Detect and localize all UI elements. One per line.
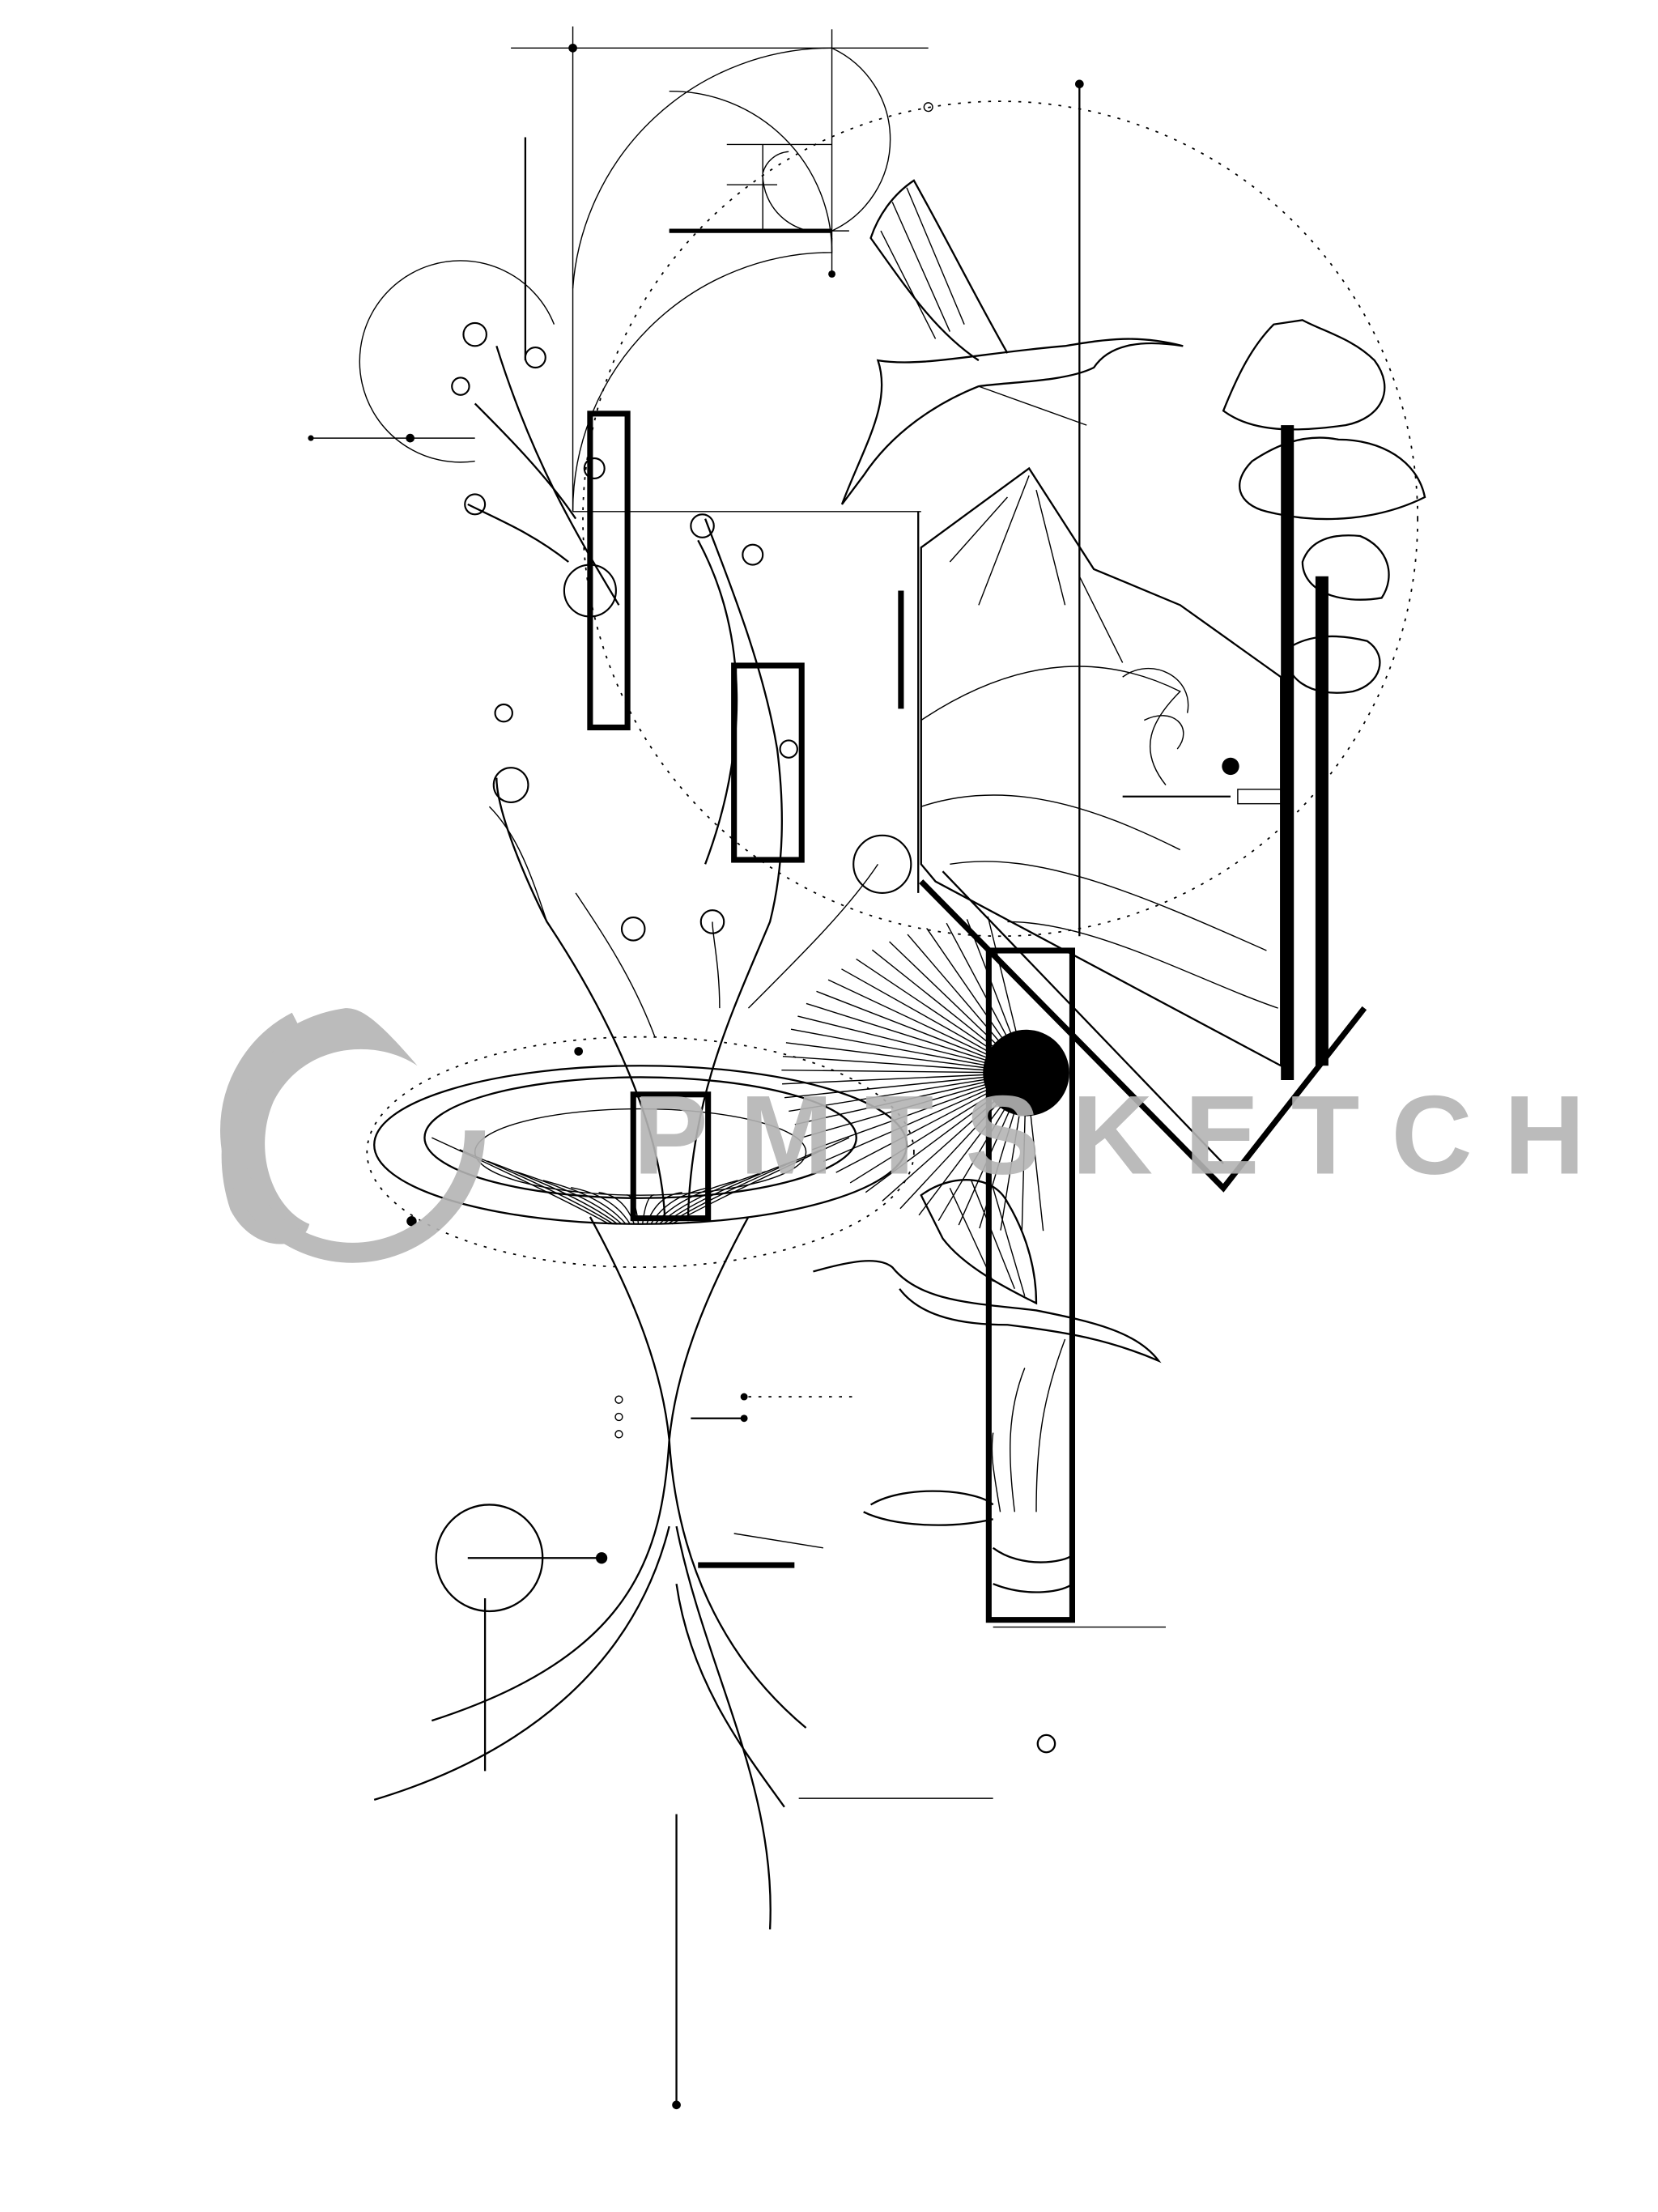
golden-spiral-frame <box>511 26 1084 513</box>
wormhole-grid-line <box>626 1194 640 1224</box>
sun-ray <box>835 1072 1027 1173</box>
sun-ray <box>816 990 1027 1074</box>
sun-ray <box>790 1028 1027 1074</box>
sun-ray <box>899 1072 1027 1210</box>
cherry-blossom-branches <box>451 321 912 1222</box>
wormhole-grid-line <box>598 1192 636 1225</box>
wormhole-grid-line <box>650 1186 711 1225</box>
sun-ray <box>958 1072 1027 1226</box>
sun-ray <box>785 1042 1027 1074</box>
wormhole-grid-line <box>654 1180 738 1225</box>
sun-ray <box>946 922 1027 1074</box>
sun-ray <box>889 941 1027 1074</box>
sun-ray <box>1000 1072 1027 1231</box>
sun <box>781 916 1069 1231</box>
crane-top <box>840 179 1184 505</box>
watermark-text: PMTSKETCH <box>633 1073 1617 1198</box>
wormhole-grid-line <box>646 1192 682 1225</box>
sun-ray <box>856 958 1027 1074</box>
sun-ray <box>907 934 1027 1074</box>
frame-rectangles <box>587 410 1075 1623</box>
sun-ray <box>926 928 1027 1074</box>
diagonal-band <box>919 879 1367 1193</box>
sun-ray <box>782 1072 1027 1085</box>
pond <box>863 1338 1073 1593</box>
sun-ray <box>802 1072 1027 1138</box>
sun-ray <box>882 1072 1027 1202</box>
wormhole-grid-line <box>571 1186 631 1225</box>
wormhole-grid-line <box>432 1137 610 1225</box>
sun-ray <box>781 1069 1027 1074</box>
watermark-logo <box>221 1008 418 1244</box>
sun-ray <box>849 1072 1027 1184</box>
sun-ray <box>865 1072 1027 1193</box>
wormhole-grid-line <box>459 1149 614 1225</box>
sun-ray <box>827 979 1027 1074</box>
wormhole-grid-line <box>663 1160 794 1225</box>
wormhole-grid-line <box>658 1171 766 1225</box>
wormhole-grid-line <box>667 1149 822 1225</box>
sun-ray <box>794 1072 1027 1125</box>
sun-ray <box>918 1072 1027 1216</box>
sun-ray <box>782 1055 1027 1074</box>
sun-ray <box>806 1002 1027 1074</box>
sun-ray <box>823 1072 1027 1163</box>
sun-ray <box>784 1072 1027 1099</box>
wormhole-grid-line <box>515 1171 623 1225</box>
sun-ray <box>979 1072 1027 1229</box>
pine-trees <box>1222 319 1426 1080</box>
sun-ray <box>797 1015 1027 1074</box>
sun-ray <box>987 916 1027 1074</box>
sun-ray <box>871 949 1027 1074</box>
structure-lines <box>483 79 1081 2110</box>
wormhole-grid-line <box>671 1137 850 1225</box>
sun-ray <box>1025 1073 1044 1231</box>
left-arc <box>359 260 555 463</box>
geometric-marks <box>435 1393 1166 1799</box>
wormhole-grid-line <box>542 1180 627 1225</box>
sun-ray <box>811 1072 1027 1151</box>
wormhole-grid-line <box>641 1194 655 1224</box>
watermark: PMTSKETCH <box>220 998 1617 1263</box>
wormhole-grid-line <box>487 1160 619 1225</box>
sun-ray <box>789 1072 1027 1112</box>
sun-ray <box>966 919 1027 1074</box>
dotted-orbit <box>582 100 1418 938</box>
crane-bottom <box>813 1179 1162 1363</box>
sun-ray <box>1021 1073 1027 1231</box>
sun-ray <box>841 968 1027 1074</box>
wormhole <box>366 1036 915 1929</box>
